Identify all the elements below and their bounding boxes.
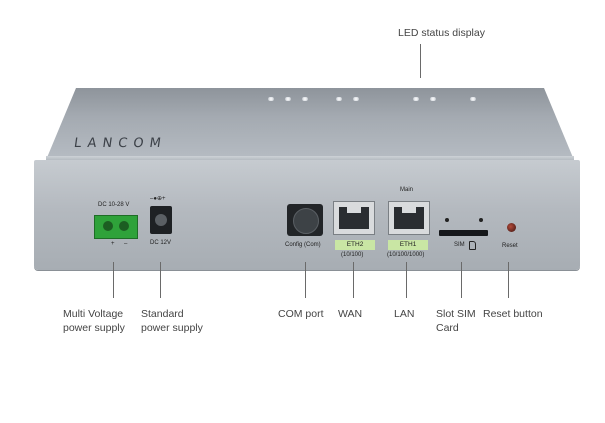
reset-label: Reset (502, 243, 518, 249)
lan-callout: LAN (394, 308, 415, 320)
led-3 (302, 97, 308, 101)
standard-power-callout: Standard power supply (141, 308, 203, 334)
eth1-speed: (10/100/1000) (387, 252, 425, 258)
sim-label: SIM (454, 242, 465, 248)
eth1-port[interactable] (388, 201, 430, 235)
com-port-socket[interactable] (287, 204, 323, 236)
sim-indicator-left (445, 218, 449, 222)
terminal-block[interactable] (94, 215, 138, 239)
wan-callout: WAN (338, 308, 363, 320)
config-label: Config (Com) (285, 242, 321, 248)
reset-button-callout: Reset button (483, 308, 543, 320)
sim-slot-line (461, 262, 462, 298)
led-1 (268, 97, 274, 101)
slot-sim-callout: Slot SIM Card (436, 308, 476, 334)
sim-card-icon (469, 241, 476, 250)
dc12-symbol: –●⊕+ (150, 196, 166, 202)
dc12-label: DC 12V (150, 240, 172, 246)
dc-range-label: DC 10-28 V (98, 202, 130, 208)
lan-line (406, 262, 407, 298)
eth1-tag: ETH1 (388, 240, 428, 250)
eth2-tag: ETH2 (335, 240, 375, 250)
wan-line (353, 262, 354, 298)
eth2-socket (339, 207, 369, 229)
led-7 (430, 97, 436, 101)
eth1-socket (394, 207, 424, 229)
dc-jack-hole (155, 214, 167, 226)
reset-button[interactable] (507, 223, 516, 232)
multi-voltage-line (113, 262, 114, 298)
led-status-callout: LED status display (398, 27, 485, 39)
led-2 (285, 97, 291, 101)
led-5 (353, 97, 359, 101)
led-4 (336, 97, 342, 101)
eth2-port[interactable] (333, 201, 375, 235)
device-top-edge (46, 156, 574, 162)
minus-label: – (124, 241, 128, 247)
sim-indicator-right (479, 218, 483, 222)
com-port-line (305, 262, 306, 298)
com-port-inner (293, 208, 319, 234)
multi-voltage-callout: Multi Voltage power supply (63, 308, 125, 334)
reset-line (508, 262, 509, 298)
device-top-panel (46, 88, 574, 160)
led-6 (413, 97, 419, 101)
dc-jack[interactable] (150, 206, 172, 234)
com-port-callout: COM port (278, 308, 324, 320)
plus-label: + (111, 241, 115, 247)
standard-power-line (160, 262, 161, 298)
brand-logo: LANCOM (72, 136, 168, 151)
terminal-screw-right (119, 221, 129, 231)
main-label: Main (400, 187, 414, 193)
eth2-speed: (10/100) (341, 252, 364, 258)
led-8 (470, 97, 476, 101)
terminal-screw-left (103, 221, 113, 231)
sim-slot[interactable] (439, 230, 488, 236)
led-callout-line (420, 44, 421, 78)
